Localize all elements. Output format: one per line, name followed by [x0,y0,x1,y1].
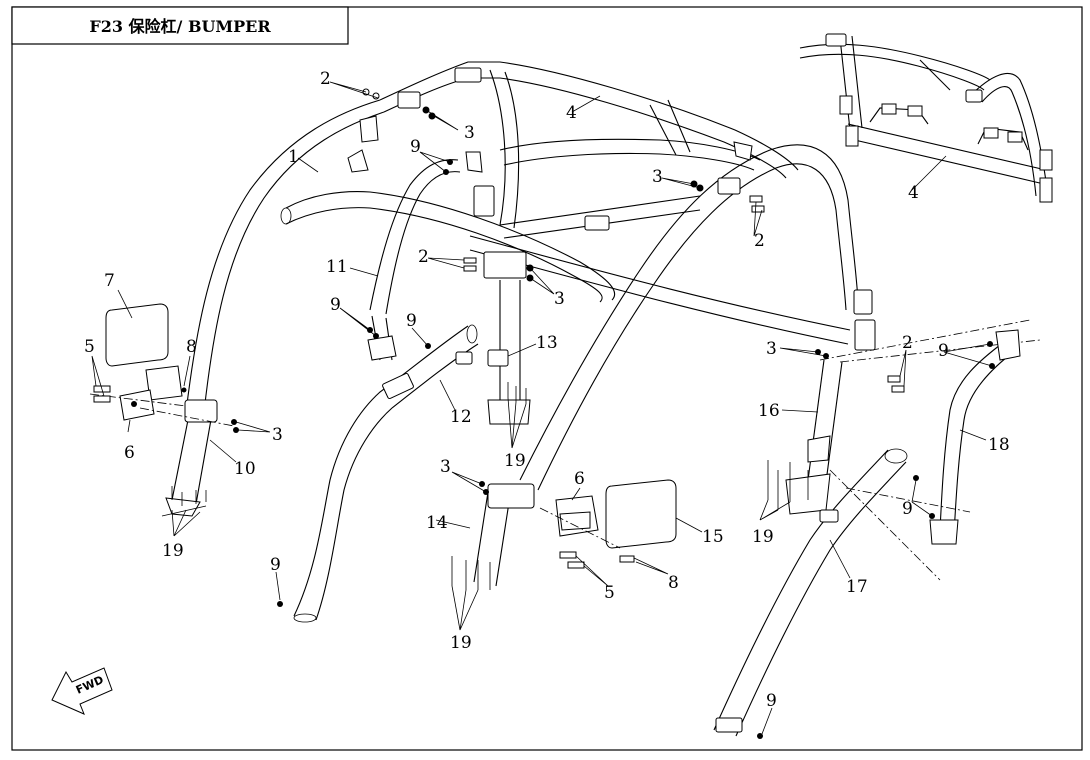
part-12-left-front-tube [293,324,479,623]
callout-3: 3 [440,457,451,477]
callout-5: 5 [604,583,615,603]
part-6-right-mirror-bracket [555,495,599,537]
callout-19: 19 [450,633,472,653]
callout-19: 19 [504,451,526,471]
callout-9: 9 [938,341,949,361]
part-11-side-brace [367,315,397,361]
part-4-rear-bumper-inset [799,33,1053,203]
callout-9: 9 [270,555,281,575]
callout-14: 14 [426,513,448,533]
callout-8: 8 [186,337,197,357]
callout-11: 11 [326,257,348,277]
callout-labels: 1 2 2 2 2 3 3 3 3 3 3 4 4 5 5 6 6 7 8 8 … [84,69,1010,711]
part-1-left-hoop [185,99,381,413]
callout-3: 3 [554,289,565,309]
part-7-left-mirror [105,303,169,367]
callout-19: 19 [752,527,774,547]
part-18-rear-brace [929,329,1021,545]
callout-3: 3 [464,123,475,143]
callout-13: 13 [536,333,558,353]
callout-10: 10 [234,459,256,479]
part-13-center-post [483,251,531,425]
leader-lines [91,81,993,735]
callout-2: 2 [754,231,765,251]
part-6-left-mirror-bracket [119,365,183,421]
callout-8: 8 [668,573,679,593]
callout-3: 3 [652,167,663,187]
part-10-left-front-leg [161,399,218,517]
callout-3: 3 [272,425,283,445]
callout-1: 1 [288,147,299,167]
callout-7: 7 [104,271,115,291]
callout-6: 6 [124,443,135,463]
callout-2: 2 [902,333,913,353]
callout-9: 9 [330,295,341,315]
callout-9: 9 [902,499,913,519]
title-box [11,6,349,45]
callout-17: 17 [846,577,868,597]
part-16-rear-post [785,359,843,515]
part-14-right-front-leg [473,483,535,587]
fwd-direction-arrow: FWD [51,667,113,715]
roll-cage-frame [185,61,876,491]
part-5-right-bolts [559,551,635,569]
callout-2: 2 [320,69,331,89]
callout-3: 3 [766,339,777,359]
fasteners [171,88,995,739]
diagram-title: F23 保险杠/ BUMPER [89,17,271,36]
callout-4: 4 [908,183,919,203]
part-15-right-mirror [605,479,677,549]
callout-5: 5 [84,337,95,357]
diagram-border [11,6,1083,751]
callout-4: 4 [566,103,577,123]
callout-2: 2 [418,247,429,267]
callout-12: 12 [450,407,472,427]
callout-6: 6 [574,469,585,489]
callout-9: 9 [406,311,417,331]
callout-9: 9 [766,691,777,711]
callout-18: 18 [988,435,1010,455]
callout-16: 16 [758,401,780,421]
callout-15: 15 [702,527,724,547]
callout-9: 9 [410,137,421,157]
callout-19: 19 [162,541,184,561]
